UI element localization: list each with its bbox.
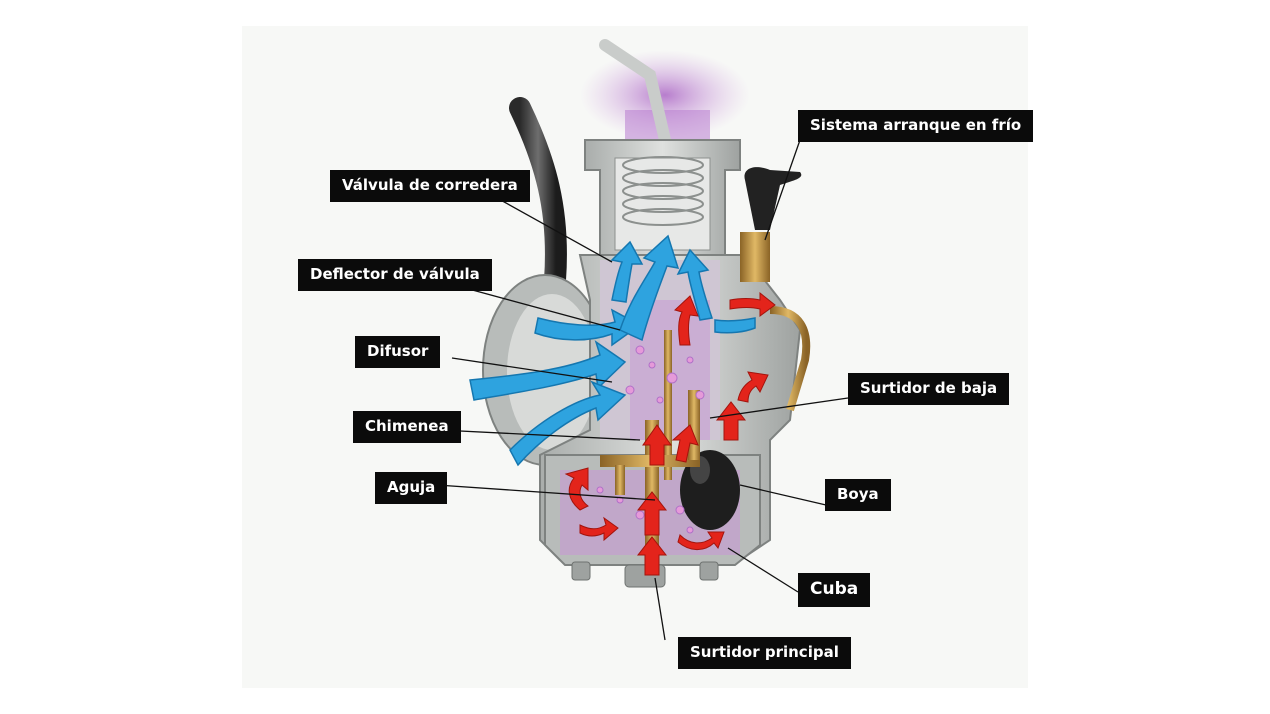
vent-tube bbox=[599, 39, 671, 146]
label-surtidor-baja: Surtidor de baja bbox=[848, 373, 1010, 405]
slide-spring bbox=[622, 156, 704, 226]
fuel-flow-arrow bbox=[715, 401, 747, 441]
label-aguja: Aguja bbox=[375, 472, 448, 504]
label-chimenea: Chimenea bbox=[353, 411, 461, 443]
label-surtidor-principal: Surtidor principal bbox=[678, 637, 851, 669]
fuel-flow-arrow bbox=[737, 371, 769, 403]
air-flow-arrow bbox=[619, 234, 680, 342]
leader-chimenea bbox=[439, 429, 641, 441]
leader-valvula-corredera bbox=[496, 197, 613, 263]
float-pin bbox=[615, 465, 625, 495]
fuel-flow-arrow bbox=[642, 424, 672, 466]
label-valvula-corredera: Válvula de corredera bbox=[330, 170, 530, 202]
fuel-flow-arrow bbox=[729, 291, 776, 317]
mixture-bubbles bbox=[596, 345, 705, 534]
fuel-flow-arrow bbox=[636, 536, 668, 576]
fuel-flow-arrow bbox=[674, 295, 699, 346]
label-sistema-arranque: Sistema arranque en frío bbox=[798, 110, 1034, 142]
leader-difusor bbox=[451, 357, 613, 383]
choke-plunger bbox=[740, 232, 770, 282]
leader-aguja bbox=[436, 484, 656, 501]
fuel-flow-arrow bbox=[636, 491, 668, 536]
air-flow-arrow bbox=[676, 248, 713, 321]
leader-cuba bbox=[727, 547, 799, 593]
label-cuba: Cuba bbox=[798, 573, 871, 607]
label-deflector-valvula: Deflector de válvula bbox=[298, 259, 492, 291]
leader-lines bbox=[436, 139, 849, 641]
leader-surtidor-baja bbox=[709, 397, 849, 419]
air-flow-arrow bbox=[469, 340, 627, 401]
leader-boya bbox=[739, 484, 827, 506]
fuel-flow-arrow bbox=[564, 467, 589, 511]
air-flow-arrow bbox=[610, 240, 644, 303]
label-difusor: Difusor bbox=[355, 336, 441, 368]
top-cap-inner bbox=[614, 157, 711, 251]
fuel-flow-arrow bbox=[677, 531, 725, 551]
brass-tube bbox=[769, 306, 811, 412]
leader-sistema-arranque bbox=[764, 139, 801, 241]
leader-surtidor-principal bbox=[654, 577, 666, 641]
leader-deflector-valvula bbox=[464, 287, 621, 331]
fuel-flow-arrow bbox=[579, 516, 619, 542]
jet-needle bbox=[664, 330, 672, 480]
air-flow-arrow bbox=[509, 380, 627, 467]
air-flow-arrow bbox=[714, 317, 756, 334]
air-flow-arrow bbox=[534, 308, 642, 347]
black-hose bbox=[509, 97, 567, 291]
air-flow-arrows bbox=[469, 234, 756, 467]
fuel-flow-arrow bbox=[671, 424, 699, 463]
label-boya: Boya bbox=[825, 479, 891, 511]
fuel-flow-arrows bbox=[564, 291, 776, 576]
choke-knob bbox=[744, 167, 802, 230]
